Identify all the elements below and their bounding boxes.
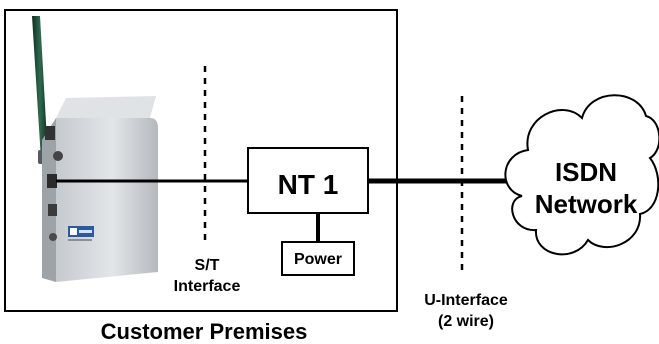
nt1-box: [247, 147, 369, 214]
port-icon: [49, 233, 57, 241]
port-icon: [47, 174, 57, 188]
router-device: [32, 16, 158, 282]
st-interface-label-line1: S/T: [195, 257, 220, 274]
power-box: [281, 241, 355, 276]
nt1-label: NT 1: [278, 169, 339, 200]
u-interface-label-line1: U-Interface: [424, 292, 508, 309]
brand-logo: [68, 226, 94, 241]
customer-premises-box: [4, 9, 398, 312]
power-label: Power: [294, 251, 342, 268]
st-interface-label-line2: Interface: [174, 278, 241, 295]
device-top-face: [56, 96, 156, 118]
device-front-face: [56, 118, 158, 282]
port-icon: [48, 204, 57, 216]
cloud-label-line1: ISDN: [555, 157, 617, 187]
port-icon: [45, 126, 55, 140]
isdn-cloud: [504, 94, 659, 256]
device-side-face: [42, 118, 56, 282]
cloud-label-line2: Network: [535, 189, 638, 219]
port-icon: [53, 151, 63, 161]
customer-premises-label: Customer Premises: [101, 319, 308, 344]
u-interface-label-line2: (2 wire): [438, 313, 494, 330]
